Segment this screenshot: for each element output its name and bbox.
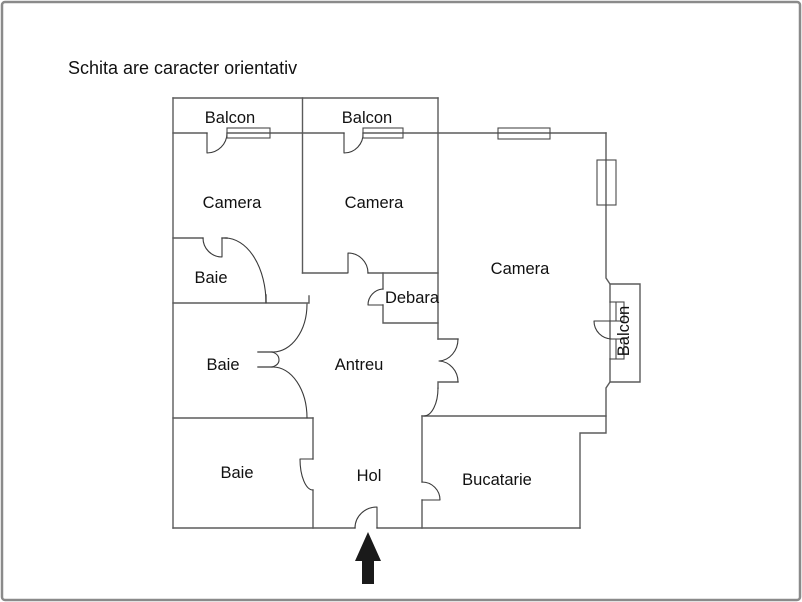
- door-entrance: [354, 506, 378, 529]
- room-label-baie-upper: Baie: [194, 269, 227, 287]
- room-label-antreu: Antreu: [335, 356, 384, 374]
- walls: [172, 97, 641, 529]
- room-label-camera-top-mid: Camera: [345, 194, 405, 212]
- room-label-balcon-right: Balcon: [615, 306, 633, 356]
- cusp-antreu-left: [271, 351, 280, 368]
- entrance-arrow-icon: [355, 532, 381, 584]
- plan-title: Schita are caracter orientativ: [68, 58, 297, 78]
- window-balcon-mid: [362, 127, 404, 139]
- room-label-balcon-top-left: Balcon: [205, 109, 255, 127]
- room-label-camera-right: Camera: [491, 260, 551, 278]
- window-camera-right-side: [596, 159, 617, 206]
- arc-antreu-right: [438, 338, 459, 383]
- door-baie-lower: [299, 458, 314, 491]
- room-label-baie-lower: Baie: [220, 464, 253, 482]
- arc-antreu-left: [272, 303, 308, 419]
- room-label-debara: Debara: [385, 289, 440, 307]
- window-balcon-left: [226, 127, 271, 139]
- room-label-baie-middle: Baie: [206, 356, 239, 374]
- door-bucatarie: [421, 481, 441, 501]
- room-label-balcon-top-mid: Balcon: [342, 109, 392, 127]
- arc-baie-upper-large: [224, 237, 267, 304]
- door-debara: [367, 288, 384, 306]
- door-camera-right: [423, 387, 439, 417]
- doors: [202, 132, 613, 529]
- window-balcon-right-1: [609, 301, 625, 322]
- door-camera-mid: [347, 252, 369, 274]
- room-label-hol: Hol: [357, 467, 382, 485]
- window-camera-right-top: [497, 127, 551, 140]
- room-label-camera-top-left: Camera: [203, 194, 263, 212]
- room-labels: Schita are caracter orientativ Balcon Ba…: [68, 58, 633, 489]
- door-baie-upper: [202, 237, 223, 258]
- windows: [226, 127, 625, 360]
- window-balcon-right-2: [609, 338, 625, 360]
- room-label-bucatarie: Bucatarie: [462, 471, 532, 489]
